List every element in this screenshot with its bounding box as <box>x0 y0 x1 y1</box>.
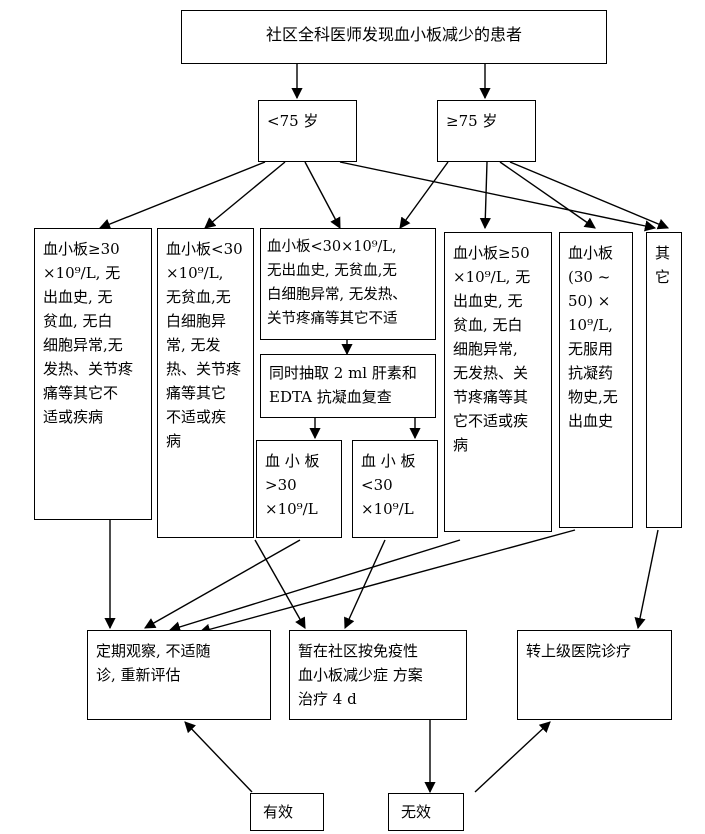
arrow-gt30-observe <box>144 539 301 629</box>
condition-text-6: 其 它 <box>655 244 671 286</box>
ineffective-text: 无效 <box>401 803 432 821</box>
arrow-b6-refer <box>634 529 659 630</box>
condition-box-2: 血小板<30 ×10⁹/L, 无贫血,无 白细胞异 常, 无发 热、关节疼 痛等… <box>157 228 254 538</box>
arrow-ineffective-refer <box>474 721 551 793</box>
arrow-effective-observe <box>184 721 253 793</box>
arrow-lt75-b2 <box>204 161 286 229</box>
age-ge75-text: ≥75 岁 <box>446 112 498 130</box>
arrow-b4-observe <box>168 539 461 633</box>
age-lt75-box: <75 岁 <box>258 100 357 162</box>
condition-text-2: 血小板<30 ×10⁹/L, 无贫血,无 白细胞异 常, 无发 热、关节疼 痛等… <box>166 240 243 450</box>
observe-box: 定期观察, 不适随 诊, 重新评估 <box>87 630 271 720</box>
arrow-b2-treat <box>254 539 306 629</box>
condition-text-5: 血小板 (30 ~ 50) × 10⁹/L, 无服用 抗凝药 物史,无 出血史 <box>568 244 618 430</box>
platelet-gt30-box: 血 小 板 >30 ×10⁹/L <box>256 440 342 538</box>
condition-box-4: 血小板≥50 ×10⁹/L, 无 出血史, 无 贫血, 无白 细胞异常, 无发热… <box>444 232 552 532</box>
condition-box-6: 其 它 <box>646 232 682 528</box>
refer-box: 转上级医院诊疗 <box>517 630 672 720</box>
refer-text: 转上级医院诊疗 <box>526 642 632 660</box>
platelet-gt30-text: 血 小 板 >30 ×10⁹/L <box>265 452 320 518</box>
observe-text: 定期观察, 不适随 诊, 重新评估 <box>96 642 211 684</box>
arrow-ge75-b3 <box>399 161 449 229</box>
platelet-lt30-text: 血 小 板 <30 ×10⁹/L <box>361 452 416 518</box>
condition-box-3: 血小板<30×10⁹/L, 无出血史, 无贫血,无 白细胞异常, 无发热、 关节… <box>260 228 436 340</box>
effective-text: 有效 <box>263 803 294 821</box>
recheck-text: 同时抽取 2 ml 肝素和 EDTA 抗凝血复查 <box>269 364 417 406</box>
platelet-lt30-box: 血 小 板 <30 ×10⁹/L <box>352 440 438 538</box>
effective-box: 有效 <box>250 793 324 831</box>
treat-text: 暂在社区按免疫性 血小板减少症 方案 治疗 4 d <box>298 642 423 708</box>
condition-box-1: 血小板≥30 ×10⁹/L, 无 出血史, 无 贫血, 无白 细胞异常,无 发热… <box>34 228 152 520</box>
arrow-b5-observe <box>198 529 576 635</box>
arrow-ge75-b5 <box>499 161 596 229</box>
age-lt75-text: <75 岁 <box>267 112 319 130</box>
recheck-box: 同时抽取 2 ml 肝素和 EDTA 抗凝血复查 <box>260 354 436 418</box>
condition-text-3: 血小板<30×10⁹/L, 无出血史, 无贫血,无 白细胞异常, 无发热、 关节… <box>267 239 407 327</box>
arrow-lt75-b3 <box>304 161 341 229</box>
title-box: 社区全科医师发现血小板减少的患者 <box>181 10 607 64</box>
arrow-ge75-b6 <box>509 161 670 230</box>
condition-text-1: 血小板≥30 ×10⁹/L, 无 出血史, 无 贫血, 无白 细胞异常,无 发热… <box>43 240 134 426</box>
title-text: 社区全科医师发现血小板减少的患者 <box>265 25 522 44</box>
arrow-lt75-b1 <box>98 161 266 230</box>
arrow-lt30-treat <box>344 539 386 630</box>
condition-text-4: 血小板≥50 ×10⁹/L, 无 出血史, 无 贫血, 无白 细胞异常, 无发热… <box>453 244 531 454</box>
ineffective-box: 无效 <box>388 793 464 831</box>
age-ge75-box: ≥75 岁 <box>437 100 536 162</box>
arrow-ge75-b4 <box>479 161 491 230</box>
treat-box: 暂在社区按免疫性 血小板减少症 方案 治疗 4 d <box>289 630 467 720</box>
condition-box-5: 血小板 (30 ~ 50) × 10⁹/L, 无服用 抗凝药 物史,无 出血史 <box>559 232 633 528</box>
arrow-lt75-b6 <box>339 161 657 232</box>
